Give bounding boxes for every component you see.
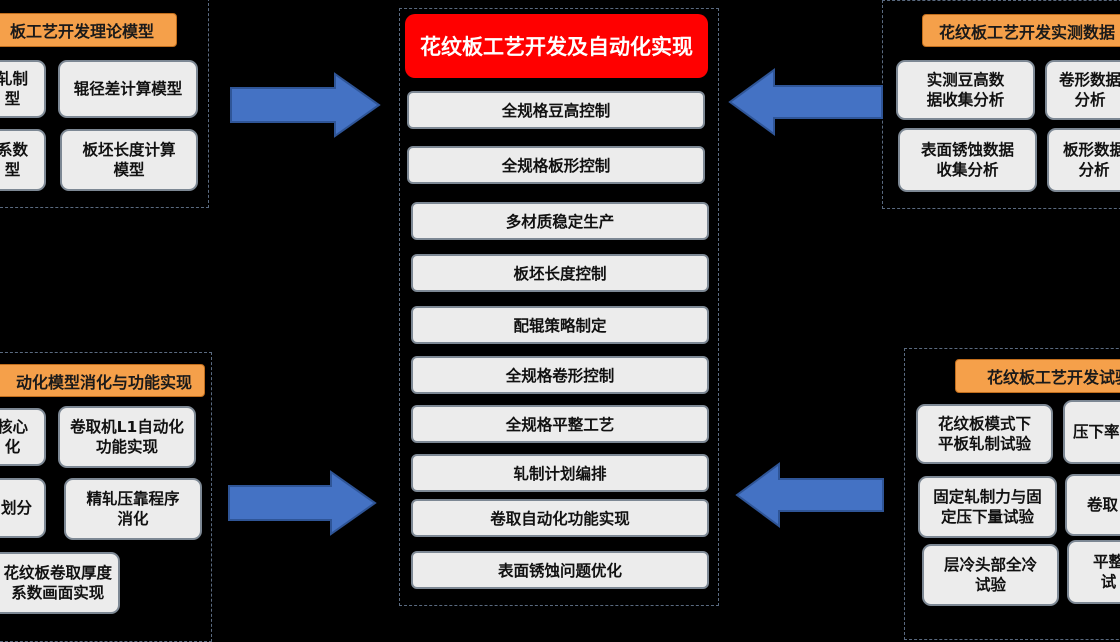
center-item: 板坯长度控制 bbox=[411, 254, 709, 292]
trial-box: 平整 试 bbox=[1067, 540, 1120, 604]
center-item: 配辊策略制定 bbox=[411, 306, 709, 344]
trial-box: 层冷头部全冷 试验 bbox=[922, 544, 1059, 606]
automation-box: 核心 化 bbox=[0, 408, 46, 466]
automation-box: 精轧压靠程序 消化 bbox=[64, 478, 202, 540]
theory-model-box: 系数 型 bbox=[0, 129, 46, 191]
arrow-right-icon bbox=[228, 470, 377, 536]
arrow-left-icon bbox=[735, 462, 884, 528]
center-item: 全规格平整工艺 bbox=[411, 405, 709, 443]
center-panel bbox=[399, 8, 719, 606]
trial-box: 固定轧制力与固 定压下量试验 bbox=[918, 476, 1057, 538]
trial-box: 卷取 bbox=[1065, 474, 1120, 536]
automation-box: 花纹板卷取厚度 系数画面实现 bbox=[0, 552, 120, 614]
measured-data-header: 花纹板工艺开发实测数据 bbox=[922, 14, 1120, 47]
center-item: 轧制计划编排 bbox=[411, 454, 709, 492]
theory-model-header: 板工艺开发理论模型 bbox=[0, 13, 177, 47]
trial-box: 花纹板模式下 平板轧制试验 bbox=[916, 404, 1053, 464]
automation-header: 动化模型消化与功能实现 bbox=[0, 364, 205, 397]
arrow-right-icon bbox=[230, 72, 381, 138]
theory-model-box: 轧制 型 bbox=[0, 60, 46, 118]
measured-data-box: 实测豆高数 据收集分析 bbox=[896, 60, 1035, 120]
automation-box: 卷取机L1自动化 功能实现 bbox=[58, 406, 196, 468]
theory-model-panel bbox=[0, 0, 209, 208]
theory-model-box: 辊径差计算模型 bbox=[58, 60, 198, 118]
trial-header: 花纹板工艺开发试验 bbox=[955, 359, 1120, 393]
center-title: 花纹板工艺开发及自动化实现 bbox=[405, 14, 708, 78]
measured-data-box: 板形数据 分析 bbox=[1047, 128, 1120, 192]
center-item: 表面锈蚀问题优化 bbox=[411, 551, 709, 589]
center-item: 全规格豆高控制 bbox=[407, 91, 705, 129]
measured-data-box: 表面锈蚀数据 收集分析 bbox=[898, 128, 1037, 192]
automation-box: 划分 bbox=[0, 478, 46, 538]
center-item: 全规格卷形控制 bbox=[411, 356, 709, 394]
measured-data-box: 卷形数据 分析 bbox=[1045, 60, 1120, 120]
center-item: 卷取自动化功能实现 bbox=[411, 499, 709, 537]
theory-model-box: 板坯长度计算 模型 bbox=[60, 129, 198, 191]
trial-box: 压下率 bbox=[1063, 400, 1120, 464]
center-item: 全规格板形控制 bbox=[407, 146, 705, 184]
center-item: 多材质稳定生产 bbox=[411, 202, 709, 240]
arrow-left-icon bbox=[728, 68, 883, 136]
